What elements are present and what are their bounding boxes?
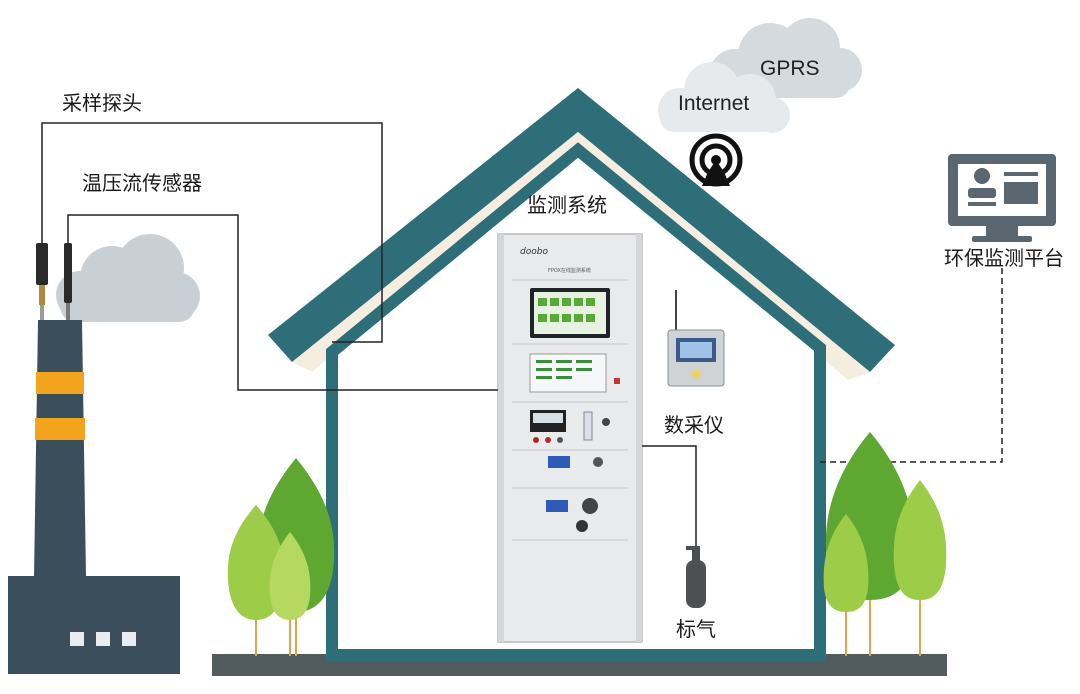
cabinet-screen-title: FPOX在线监测系统 <box>548 267 591 274</box>
tpf-sensor-icon <box>64 243 72 321</box>
internet-label: Internet <box>678 92 749 115</box>
env-platform-label: 环保监测平台 <box>944 246 1064 270</box>
chimney <box>34 320 86 578</box>
cloud-internet <box>658 62 790 133</box>
house-outline <box>326 142 826 661</box>
gprs-label: GPRS <box>760 57 820 80</box>
data-collector-label: 数采仪 <box>664 413 724 437</box>
monitoring-cabinet: doobo FPOX在线监测系统 <box>497 233 643 643</box>
gas-cylinder-icon <box>686 546 706 608</box>
computer-monitor-icon <box>948 154 1056 242</box>
cabinet-brand: doobo <box>520 247 548 257</box>
data-collector-device <box>667 290 725 387</box>
trees-left <box>227 458 335 656</box>
gas-line <box>642 445 697 546</box>
factory-building <box>8 576 180 674</box>
monitoring-system-label: 监测系统 <box>527 193 607 217</box>
probe-line <box>41 122 383 343</box>
trees-right <box>823 432 947 656</box>
sensor-line <box>67 214 498 391</box>
smoke-cloud <box>56 234 200 322</box>
standard-gas-label: 标气 <box>676 617 716 641</box>
sampling-probe-label: 采样探头 <box>62 91 142 115</box>
sampling-probe-icon <box>36 243 48 321</box>
wifi-antenna-icon <box>689 133 743 187</box>
tpf-sensor-label: 温压流传感器 <box>82 171 202 195</box>
